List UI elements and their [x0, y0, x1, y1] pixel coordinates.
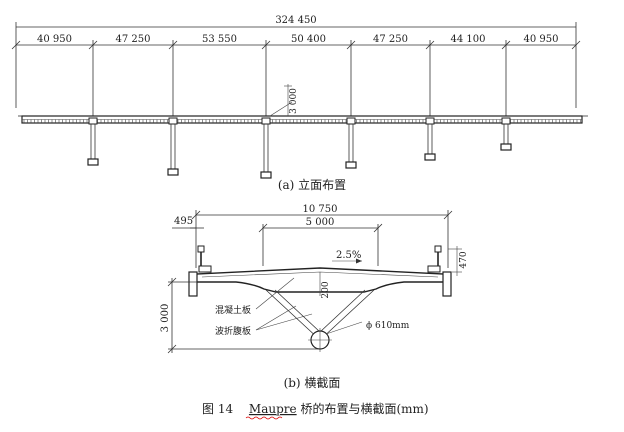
curb-left [198, 265, 212, 273]
edge-offset-label: 495 [174, 216, 193, 227]
span-label: 47 250 [373, 34, 408, 45]
web-right-inner [319, 289, 366, 333]
edge-beam-right [442, 271, 452, 297]
pier-footing [500, 143, 512, 151]
pier-footing [167, 168, 179, 176]
span-ticks [11, 40, 581, 116]
railing-cap-left [197, 245, 205, 253]
pier-bearing [425, 117, 435, 125]
inner-tick-right [373, 223, 383, 233]
figure-title-cn: 桥的布置与横截面(mm) [300, 401, 428, 416]
pier-bearing [88, 117, 98, 125]
leader-concrete [255, 277, 295, 310]
overall-length-label: 324 450 [275, 15, 316, 26]
pier-bearing [346, 117, 356, 125]
span-label: 40 950 [524, 34, 559, 45]
corrugated-web-label: 波折腹板 [215, 325, 251, 337]
tube-diameter-label: ϕ 610mm [366, 321, 410, 331]
span-tick [11, 40, 21, 50]
cross-section-drawing: 10 750 5 000 495 2.5% 470 [160, 204, 469, 390]
height-tick-top [167, 277, 177, 287]
pier [260, 117, 272, 179]
slope-label: 2.5% [336, 250, 361, 261]
curb-right [427, 265, 441, 273]
pier-bearing [501, 117, 511, 125]
span-label: 50 400 [291, 34, 326, 45]
figure-title-en: Maupre [249, 402, 297, 416]
pier [424, 117, 436, 161]
leader-web-1 [255, 305, 297, 331]
pier-bearing [261, 117, 271, 125]
elevation-caption: (a) 立面布置 [278, 177, 346, 192]
slab-thickness-label: 200 [321, 281, 331, 298]
leader-tube [325, 321, 363, 335]
slope-arrow [356, 258, 362, 264]
piers [87, 117, 512, 179]
span-labels: 40 950 47 250 53 550 50 400 47 250 44 100 40 9… [37, 34, 559, 45]
height-label: 3 000 [160, 304, 171, 333]
span-label: 40 950 [37, 34, 72, 45]
pier-footing [424, 153, 436, 161]
leader-web-2 [255, 313, 313, 331]
depth-leader [269, 101, 293, 117]
figure-number: 图 14 [202, 402, 233, 416]
inner-tick-left [258, 223, 268, 233]
pier [500, 117, 512, 151]
depth-label: 3 000 [289, 88, 299, 114]
edge-beam-left [188, 271, 198, 297]
pier-bearing [168, 117, 178, 125]
web-left-outer [265, 289, 321, 341]
figure-title: 图 14 Maupre 桥的布置与横截面(mm) [202, 401, 429, 416]
width-tick-left [191, 210, 201, 220]
pier [345, 117, 357, 169]
pier-footing [345, 161, 357, 169]
width-tick-right [443, 210, 453, 220]
span-label: 53 550 [202, 34, 237, 45]
pier-footing [87, 158, 99, 166]
span-label: 47 250 [116, 34, 151, 45]
web-right-outer [319, 289, 375, 341]
elevation-drawing: 324 450 40 950 47 250 53 550 50 400 47 250 44… [11, 15, 588, 192]
span-tick [571, 40, 581, 50]
pier [167, 117, 179, 176]
width-label: 10 750 [303, 204, 338, 215]
inner-width-label: 5 000 [306, 217, 335, 228]
span-label: 44 100 [451, 34, 486, 45]
pier [87, 117, 99, 166]
web-left-inner [274, 289, 321, 333]
spellcheck-underline [245, 416, 283, 420]
height-tick-bottom [167, 344, 177, 354]
cross-section-caption: (b) 横截面 [284, 376, 341, 390]
pier-footing [260, 171, 272, 179]
rail-height-label: 470 [459, 251, 469, 268]
concrete-slab-label: 混凝土板 [215, 304, 251, 316]
railing-cap-right [434, 245, 442, 253]
